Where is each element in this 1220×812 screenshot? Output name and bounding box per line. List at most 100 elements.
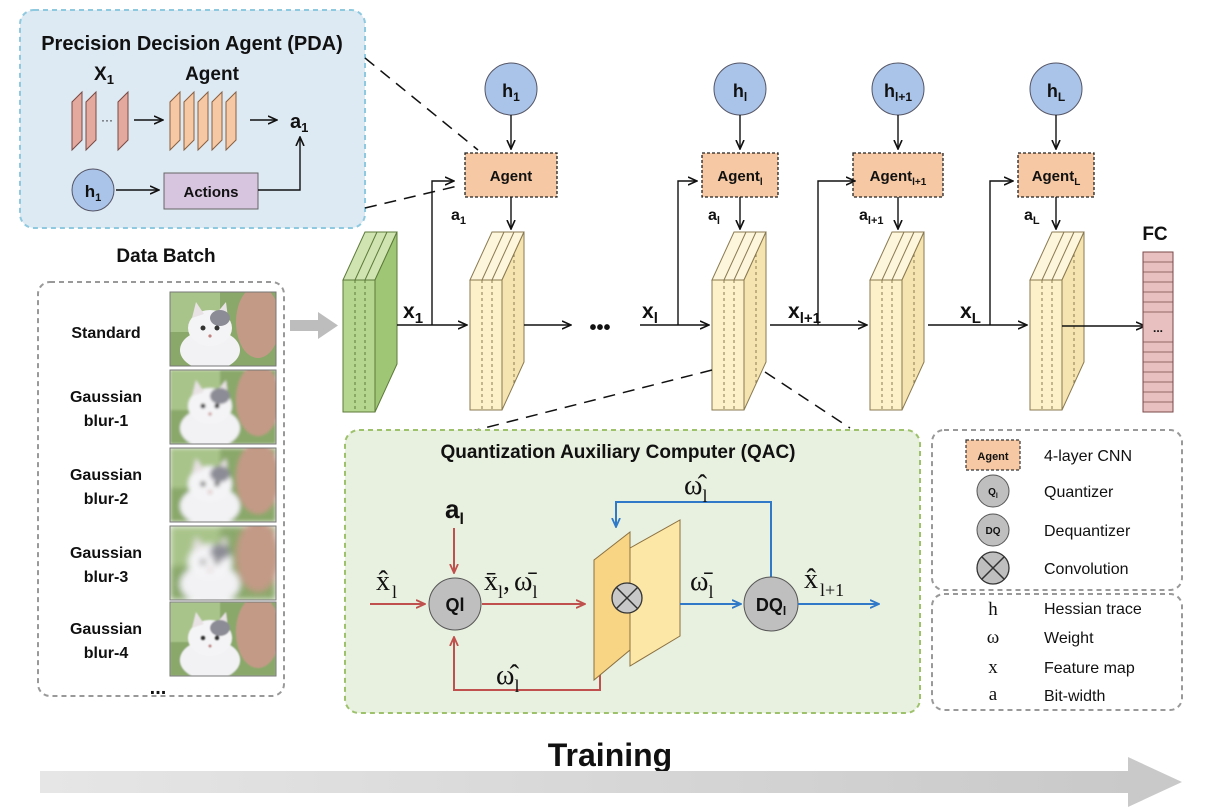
legend-x-symbol: x — [988, 657, 998, 678]
fc-block: ... — [1142, 251, 1174, 413]
batch-item-label: Gaussian — [70, 389, 142, 406]
batch-item: Standard — [71, 291, 277, 367]
legend-quantizer-symbol-text: Ql — [988, 487, 998, 500]
legend-cnn-label: 4-layer CNN — [1044, 448, 1132, 465]
agent-box — [701, 152, 779, 198]
pda-h-label: h1 — [85, 182, 102, 204]
feature-map-block — [869, 231, 925, 411]
legend-notation: h Hessian trace ω Weight x Feature map a… — [931, 593, 1183, 711]
batch-item-label: Standard — [71, 325, 140, 342]
kitten-image — [169, 369, 277, 445]
legend-dequantizer-symbol — [976, 513, 1010, 547]
batch-to-network-arrow — [290, 312, 338, 339]
batch-item-label-2: blur-3 — [84, 569, 129, 586]
main-ellipsis: ••• — [589, 317, 610, 339]
fc-label: FC — [1142, 224, 1168, 245]
feature-map-label: xl+1 — [788, 300, 821, 327]
qac-conv-plates — [593, 519, 681, 682]
batch-more: ... — [150, 677, 167, 699]
legend-h-symbol: h — [988, 599, 998, 620]
input-feature-block — [342, 231, 398, 413]
pda-panel: Precision Decision Agent (PDA) X1 Agent … — [19, 9, 366, 229]
feature-map-label: xL — [960, 300, 981, 327]
batch-item: Gaussian blur-2 — [70, 447, 277, 523]
pda-actions-box — [163, 172, 259, 210]
legend-symbols-box — [931, 429, 1183, 591]
qac-a-label: al — [445, 494, 464, 528]
feature-flow: xl+1 — [770, 181, 866, 327]
pda-actions-label: Actions — [183, 184, 238, 201]
hessian-label: hL — [1047, 81, 1065, 104]
legend-convolution-label: Convolution — [1044, 561, 1129, 578]
legend-dequantizer-symbol-text: DQ — [986, 526, 1001, 537]
pda-agent-maps — [169, 90, 237, 152]
qac-w-hat-top: ω̂l — [684, 470, 707, 506]
hessian-label: hl+1 — [884, 81, 912, 104]
kitten-image — [169, 291, 277, 367]
qac-ql-label: Ql — [445, 595, 464, 615]
kitten-image — [169, 601, 277, 677]
qac-w-hat-bottom: ω̂l — [496, 660, 519, 696]
batch-item: Gaussian blur-4 — [70, 601, 277, 677]
batch-item-label-2: blur-2 — [84, 491, 129, 508]
agent-label: Agentl+1 — [870, 168, 927, 188]
batch-item: Gaussian blur-3 — [70, 525, 277, 601]
hessian-label: hl — [733, 81, 747, 104]
agent-label: AgentL — [1032, 168, 1081, 188]
legend-dequantizer-label: Dequantizer — [1044, 523, 1131, 540]
feature-map-label: x1 — [403, 300, 423, 327]
qac-mid-label: x̄l,ω̄l — [484, 566, 537, 602]
bitwidth-label: a1 — [451, 207, 466, 227]
pda-a-label: a1 — [290, 111, 308, 135]
legend-hessian-label: Hessian trace — [1044, 601, 1142, 618]
hessian-label: h1 — [502, 81, 520, 104]
legend-notation-box — [931, 593, 1183, 711]
feature-map-block — [1029, 231, 1085, 411]
feature-map-block — [469, 231, 525, 411]
batch-box — [37, 281, 285, 697]
qac-x-out: x̂l+1 — [804, 564, 844, 600]
pda-x-label: X1 — [94, 64, 114, 87]
bitwidth-label: al — [708, 207, 720, 227]
legend-bitwidth-label: Bit-width — [1044, 688, 1105, 705]
qac-quantizer-circle — [428, 577, 482, 631]
legend-w-symbol: ω — [987, 627, 1000, 648]
fc-dots: ... — [1153, 321, 1163, 335]
agent-unit: hL AgentL aL — [1017, 62, 1095, 228]
batch-item-label: Gaussian — [70, 621, 142, 638]
qac-title: Quantization Auxiliary Computer (QAC) — [440, 442, 795, 463]
kitten-image — [169, 447, 277, 523]
pda-h-circle — [71, 168, 115, 212]
qac-x-in: x̂l — [376, 566, 397, 602]
batch-item-label-2: blur-1 — [84, 413, 129, 430]
feature-map-block — [711, 231, 767, 411]
feature-flow: xL — [928, 181, 1026, 327]
legend-symbols: Agent 4-layer CNN Ql Quantizer DQ Dequan… — [931, 429, 1183, 591]
batch-items: StandardGaussianblur-1Gaussianblur-2Gaus… — [70, 291, 277, 677]
bitwidth-label: aL — [1024, 207, 1040, 227]
batch-item-label-2: blur-4 — [84, 645, 129, 662]
agent-box — [852, 152, 944, 198]
batch-item-label: Gaussian — [70, 467, 142, 484]
agent-label: Agent — [490, 168, 533, 185]
legend-a-symbol: a — [989, 684, 998, 705]
batch-item: Gaussian blur-1 — [70, 369, 277, 445]
training-arrow — [40, 757, 1182, 807]
legend-feature-label: Feature map — [1044, 660, 1135, 677]
legend-weight-label: Weight — [1044, 630, 1094, 647]
hessian-circle — [871, 62, 925, 116]
bitwidth-label: al+1 — [859, 207, 884, 227]
pda-title: Precision Decision Agent (PDA) — [41, 33, 343, 55]
training-label: Training — [548, 737, 672, 773]
batch-item-label: Gaussian — [70, 545, 142, 562]
feature-flow: x1 — [397, 181, 466, 327]
qac-w-bar: ω̄l — [690, 566, 713, 602]
qac-dq-label: DQl — [756, 595, 786, 618]
legend-agent-symbol — [965, 439, 1021, 471]
legend-quantizer-symbol — [976, 474, 1010, 508]
